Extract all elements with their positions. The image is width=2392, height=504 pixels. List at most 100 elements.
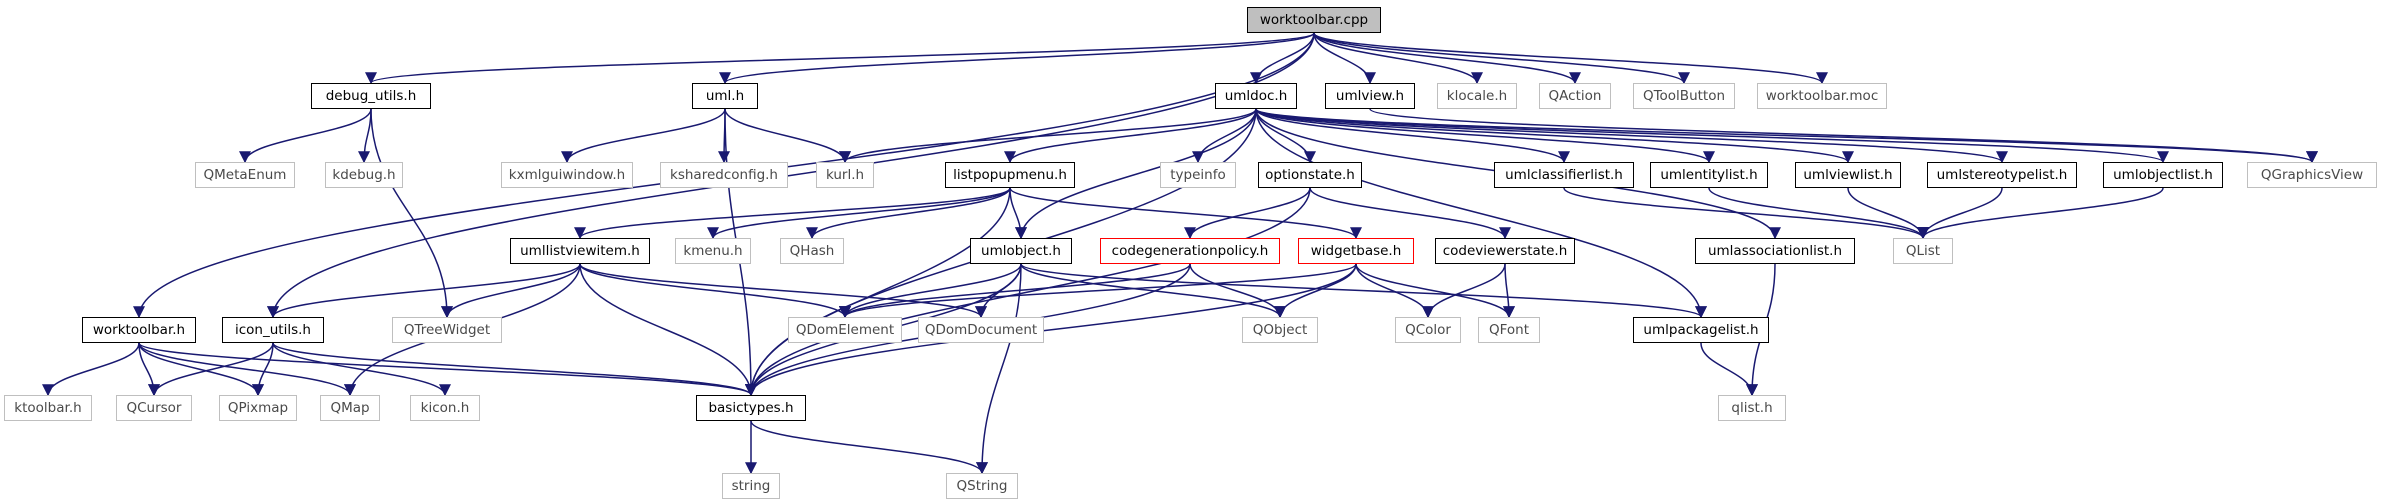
node-qgraphicsview[interactable]: QGraphicsView: [2247, 162, 2377, 188]
node-umlviewlist-h[interactable]: umlviewlist.h: [1795, 162, 1901, 188]
node-basictypes-h[interactable]: basictypes.h: [696, 395, 806, 421]
node-ksharedconfig-h[interactable]: ksharedconfig.h: [660, 162, 788, 188]
node-qhash[interactable]: QHash: [780, 238, 844, 264]
node-qobject[interactable]: QObject: [1242, 317, 1318, 343]
edge-umllistviewitem-to-qtreewidget: [441, 263, 581, 319]
node-string[interactable]: string: [722, 473, 780, 499]
edge-icon_utils-to-qpixmap: [252, 342, 274, 397]
node-kdebug-h[interactable]: kdebug.h: [325, 162, 403, 188]
edge-listpopupmenu-to-kmenu: [707, 187, 1011, 240]
node-qcolor[interactable]: QColor: [1395, 317, 1461, 343]
node-typeinfo[interactable]: typeinfo: [1160, 162, 1236, 188]
edge-listpopupmenu-to-basictypes: [745, 187, 1011, 397]
node-klocale-h[interactable]: klocale.h: [1437, 83, 1517, 109]
node-umlobject-h[interactable]: umlobject.h: [970, 238, 1072, 264]
edge-umldoc-to-listpopupmenu: [1004, 108, 1257, 164]
edge-listpopupmenu-to-umlobject: [1009, 187, 1027, 240]
edge-icon_utils-to-qcursor: [148, 342, 274, 397]
edge-uml-to-kxmlguiwindow: [561, 108, 726, 164]
edge-root-to-qaction: [1313, 32, 1581, 85]
node-qdomelement[interactable]: QDomElement: [788, 317, 902, 343]
node-qaction[interactable]: QAction: [1539, 83, 1611, 109]
node-kxmlguiwindow-h[interactable]: kxmlguiwindow.h: [501, 162, 633, 188]
node-qcursor[interactable]: QCursor: [116, 395, 192, 421]
edge-widgetbase-to-basictypes: [745, 263, 1357, 397]
edge-umlclassifierlist-to-qlist: [1563, 187, 1929, 240]
node-umlstereotypelist-h[interactable]: umlstereotypelist.h: [1927, 162, 2077, 188]
edge-umldoc-to-umlclassifierlist: [1255, 108, 1570, 164]
node-worktoolbar-moc[interactable]: worktoolbar.moc: [1757, 83, 1887, 109]
edge-umldoc-to-umlpackagelist: [1255, 108, 1707, 319]
edge-root-to-icon_utils: [267, 32, 1315, 319]
edge-listpopupmenu-to-umllistviewitem: [574, 187, 1011, 240]
node-icon-utils-h[interactable]: icon_utils.h: [222, 317, 324, 343]
edge-codeviewerstate-to-qfont: [1502, 263, 1515, 319]
node-umlpackagelist-h[interactable]: umlpackagelist.h: [1633, 317, 1769, 343]
edge-codegenerationpolicy-to-qobject: [1189, 263, 1286, 319]
node-widgetbase-h[interactable]: widgetbase.h: [1298, 238, 1414, 264]
node-ktoolbar-h[interactable]: ktoolbar.h: [4, 395, 92, 421]
edge-optionstate-to-codeviewerstate: [1309, 187, 1511, 240]
edge-umllistviewitem-to-qdomelement: [579, 263, 851, 319]
edge-umldoc-to-umlentitylist: [1255, 108, 1715, 164]
node-umllistviewitem-h[interactable]: umllistviewitem.h: [510, 238, 650, 264]
edge-listpopupmenu-to-widgetbase: [1009, 187, 1362, 240]
node-codegenerationpolicy-h[interactable]: codegenerationpolicy.h: [1100, 238, 1280, 264]
node-qfont[interactable]: QFont: [1478, 317, 1540, 343]
node-qtreewidget[interactable]: QTreeWidget: [392, 317, 502, 343]
edge-optionstate-to-codegenerationpolicy: [1184, 187, 1311, 240]
node-umlview-h[interactable]: umlview.h: [1325, 83, 1415, 109]
edge-root-to-klocale: [1313, 32, 1483, 85]
edge-root-to-debug_utils: [365, 32, 1315, 85]
edge-codegenerationpolicy-to-qdomelement: [839, 263, 1191, 319]
node-kmenu-h[interactable]: kmenu.h: [675, 238, 751, 264]
edge-root-to-qtoolbutton: [1313, 32, 1690, 85]
edge-basictypes-to-qstring: [750, 420, 988, 475]
node-optionstate-h[interactable]: optionstate.h: [1258, 162, 1362, 188]
edge-umlobjectlist-to-qlist: [1917, 187, 2164, 240]
node-umlobjectlist-h[interactable]: umlobjectlist.h: [2103, 162, 2223, 188]
node-qstring[interactable]: QString: [946, 473, 1018, 499]
edge-umldoc-to-umlviewlist: [1255, 108, 1854, 164]
node-qtoolbutton[interactable]: QToolButton: [1633, 83, 1735, 109]
edge-umlobject-to-qobject: [1020, 263, 1286, 319]
edge-optionstate-to-basictypes: [745, 187, 1311, 397]
node-worktoolbar-cpp[interactable]: worktoolbar.cpp: [1247, 7, 1381, 33]
edge-icon_utils-to-basictypes: [272, 342, 757, 397]
edge-root-to-umldoc: [1250, 32, 1315, 85]
node-qpixmap[interactable]: QPixmap: [219, 395, 297, 421]
node-umlclassifierlist-h[interactable]: umlclassifierlist.h: [1494, 162, 1634, 188]
node-kicon-h[interactable]: kicon.h: [410, 395, 480, 421]
node-uml-h[interactable]: uml.h: [692, 83, 758, 109]
node-umlassociationlist-h[interactable]: umlassociationlist.h: [1695, 238, 1855, 264]
node-umldoc-h[interactable]: umldoc.h: [1215, 83, 1297, 109]
edge-debug_utils-to-qtreewidget: [370, 108, 453, 319]
node-kurl-h[interactable]: kurl.h: [816, 162, 874, 188]
edge-umldoc-to-umlobject: [1015, 108, 1257, 240]
node-umlentitylist-h[interactable]: umlentitylist.h: [1650, 162, 1768, 188]
edge-umlobject-to-qstring: [976, 263, 1022, 475]
node-codeviewerstate-h[interactable]: codeviewerstate.h: [1435, 238, 1575, 264]
node-qdomdocument[interactable]: QDomDocument: [918, 317, 1044, 343]
edge-widgetbase-to-qfont: [1355, 263, 1515, 319]
node-qmetaenum[interactable]: QMetaEnum: [195, 162, 295, 188]
edge-uml-to-kurl: [724, 108, 851, 164]
edge-umlviewlist-to-qlist: [1847, 187, 1929, 240]
edge-worktoolbar_h-to-ktoolbar: [42, 342, 140, 397]
node-debug-utils-h[interactable]: debug_utils.h: [311, 83, 431, 109]
edge-umlentitylist-to-qlist: [1708, 187, 1929, 240]
node-listpopupmenu-h[interactable]: listpopupmenu.h: [945, 162, 1075, 188]
node-qlist[interactable]: QList: [1893, 238, 1953, 264]
edge-umllistviewitem-to-basictypes: [579, 263, 757, 397]
edge-umlview-to-qgraphicsview: [1369, 108, 2318, 164]
edge-root-to-umlview: [1313, 32, 1376, 85]
node-qlist-h[interactable]: qlist.h: [1718, 395, 1786, 421]
edge-worktoolbar_h-to-basictypes: [138, 342, 757, 397]
edge-root-to-worktoolbar_moc: [1313, 32, 1828, 85]
node-worktoolbar-h[interactable]: worktoolbar.h: [82, 317, 196, 343]
edge-umldoc-to-umlobjectlist: [1255, 108, 2169, 164]
edge-umlobject-to-qdomelement: [839, 263, 1022, 319]
edge-umlobject-to-umlpackagelist: [1020, 263, 1707, 319]
node-qmap[interactable]: QMap: [320, 395, 380, 421]
edge-umllistviewitem-to-icon_utils: [267, 263, 581, 319]
